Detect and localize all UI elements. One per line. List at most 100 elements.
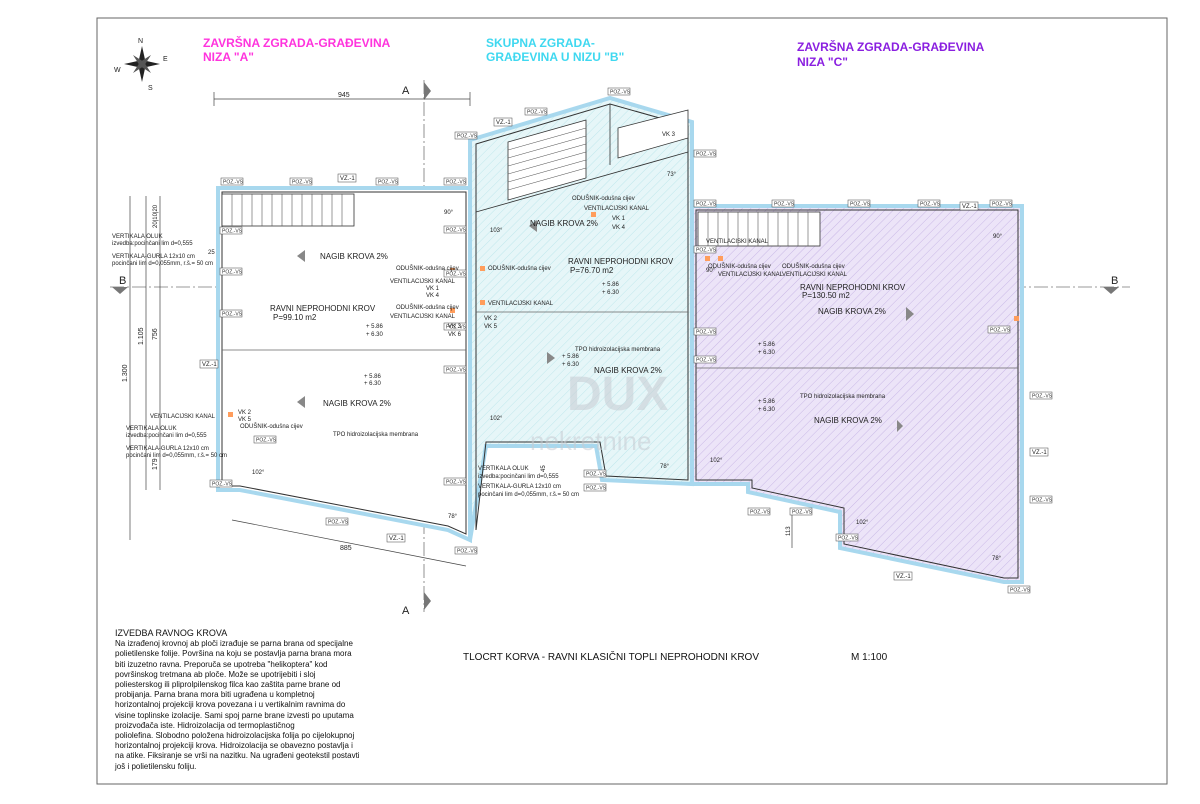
- drawing-title: TLOCRT KORVA - RAVNI KLASIČNI TOPLI NEPR…: [463, 650, 759, 663]
- poz-tag: POZ.-VS: [223, 180, 244, 186]
- notes-line: biti izuzetno ravna. Preporuča se upotre…: [115, 659, 328, 669]
- notes-line: horizontalnoj projekciji krova povezana …: [115, 700, 346, 710]
- poz-tag: POZ.-VS: [527, 110, 548, 116]
- angle-b4: 78°: [660, 464, 670, 470]
- a-vent-3: VENTILACIJSKI KANAL: [150, 414, 216, 420]
- poz-tag: POZ.-VS: [696, 202, 717, 208]
- a-oluk-left-bottom-2: izvedba:pocinčani lim d=0,555: [126, 433, 207, 439]
- a-gurla-left-top-2: pocinčani lim d=0,055mm, r.š.= 50 cm: [112, 261, 213, 267]
- a-ravni: RAVNI NEPROHODNI KROV: [270, 304, 376, 313]
- a-gurla-left-bottom-1: VERTIKALA-GURLA 12x10 cm: [126, 446, 209, 452]
- notes-heading: IZVEDBA RAVNOG KROVA: [115, 628, 228, 638]
- angle-b1: 73°: [667, 172, 677, 178]
- poz-tag: POZ.-VS: [328, 520, 349, 526]
- angle-b5: 102°: [710, 458, 723, 464]
- poz-tag: POZ.-VS: [446, 368, 467, 374]
- poz-tag: POZ.-VS: [222, 312, 243, 318]
- compass-n: N: [138, 38, 143, 45]
- dim-left-top: 20|10|20: [153, 204, 159, 228]
- c-vent-1: VENTILACISKI KANAL: [706, 239, 769, 245]
- b-vk5: VK 5: [484, 324, 498, 330]
- poz-tag: POZ.-VS: [774, 202, 795, 208]
- building-b: [468, 95, 694, 541]
- a-vent-2: VENTILACIJSKI KANAL: [390, 314, 456, 320]
- c-tpo: TPO hidroizolacijska membrana: [800, 394, 886, 400]
- heading-a-line2: NIZA "A": [203, 50, 254, 64]
- poz-tag: POZ.-VS: [378, 180, 399, 186]
- compass-e: E: [163, 56, 168, 63]
- notes-line: poliesterskog ili pliprolpilenskog filca…: [115, 680, 341, 690]
- compass-s: S: [148, 85, 153, 92]
- a-vk3: VK 3: [448, 324, 462, 330]
- building-a-outline: [216, 186, 472, 544]
- b-vk2: VK 2: [484, 316, 498, 322]
- notes-block: IZVEDBA RAVNOG KROVA Na izrađenoj krovno…: [115, 628, 370, 772]
- notes-line: proizvođača iste. Hidroizolacija od term…: [115, 720, 295, 730]
- c-nagib-bottom: NAGIB KROVA 2%: [814, 416, 882, 425]
- dim-c-113: 113: [786, 526, 792, 536]
- building-b-outline: [468, 95, 694, 541]
- poz-tag: POZ.-VS: [212, 482, 233, 488]
- a-lev2-top: + 6.30: [366, 332, 384, 338]
- poz-tag: POZ.-VS: [610, 90, 631, 96]
- b-vent-1: VENTILACIJSKI KANAL: [584, 206, 650, 212]
- angle-c1: 90°: [993, 234, 1003, 240]
- angle-a1: 90°: [444, 210, 454, 216]
- poz-tag: POZ.-VS: [446, 272, 467, 278]
- b-gurla-1: VERTIKALA-GURLA 12x10 cm: [478, 484, 561, 490]
- notes-line: probijanja. Parna brana mora biti ugrađe…: [115, 690, 315, 700]
- a-oluk-left-bottom-1: VERTIKALA OLUK: [126, 426, 177, 432]
- a-gurla-left-top-1: VERTIKALA-GURLA 12x10 cm: [112, 254, 195, 260]
- poz-tag: POZ.-VS: [920, 202, 941, 208]
- poz-tag: POZ.-VS: [792, 510, 813, 516]
- compass-w: W: [114, 67, 121, 74]
- a-vk2: VK 2: [238, 410, 252, 416]
- heading-c-line1: ZAVRŠNA ZGRADA-GRAĐEVINA: [797, 39, 985, 54]
- a-vent-1: VENTILACIJSKI KANAL: [390, 279, 456, 285]
- a-oluk-left-top-1: VERTIKALA OLUK: [112, 234, 163, 240]
- dim-left-inner: 756: [152, 328, 159, 340]
- building-c-outline: [690, 204, 1024, 584]
- b-area: P=76.70 m2: [570, 266, 614, 275]
- dim-top: 945: [338, 92, 350, 99]
- notes-line: Na izrađenoj krovnoj ab ploči izrađuje s…: [115, 639, 353, 649]
- a-tpo: TPO hidroizolacijska membrana: [333, 432, 419, 438]
- b-nagib-top: NAGIB KROVA 2%: [530, 219, 598, 228]
- notes-line: poliolefina. Slobodno položena hidroizol…: [115, 731, 355, 741]
- watermark-dux: DUX: [567, 368, 668, 421]
- section-b-left: B: [119, 275, 126, 287]
- poz-tag: POZ.-VS: [1010, 588, 1031, 594]
- poz-tag: POZ.-VS: [457, 134, 478, 140]
- b-oluk-1: VERTIKALA OLUK: [478, 466, 529, 472]
- c-vent-3: VENTILACIJSKI KANAL: [782, 272, 848, 278]
- vz-tags: VZ.-1 VZ.-1 VZ.-1 VZ.-1 VZ.-1 VZ.-1 VZ.-…: [199, 117, 1049, 581]
- notes-line: još i polietilensku foliju.: [115, 761, 197, 771]
- building-c: [690, 204, 1024, 584]
- heading-c-line2: NIZA "C": [797, 55, 848, 69]
- b-vk1: VK 1: [612, 216, 626, 222]
- poz-tag: POZ.-VS: [457, 549, 478, 555]
- a-oluk-left-top-2: izvedba:pocinčani lim d=0,555: [112, 241, 193, 247]
- vz-tag: VZ.-1: [1032, 450, 1047, 456]
- vz-tag: VZ.-1: [202, 362, 217, 368]
- poz-tag: POZ.-VS: [990, 328, 1011, 334]
- poz-tag: POZ.-VS: [1032, 498, 1053, 504]
- section-a-top: A: [402, 85, 410, 97]
- dim-left-25: 25: [208, 250, 215, 256]
- building-a: [216, 186, 472, 544]
- c-odusnik-2: ODUŠNIK-odušna cijev: [782, 263, 845, 270]
- a-gurla-left-bottom-2: pocinčani lim d=0,055mm, r.š.= 50 cm: [126, 453, 227, 459]
- notes-line: površinskog tretmana ab ploče. Može se u…: [115, 669, 316, 679]
- heading-b-line2: GRAĐEVINA U NIZU "B": [486, 50, 624, 64]
- vz-tag: VZ.-1: [496, 120, 511, 126]
- poz-tag: POZ.-VS: [838, 536, 859, 542]
- poz-tag: POZ.-VS: [446, 228, 467, 234]
- drawing-scale: M 1:100: [851, 652, 888, 663]
- poz-tag: POZ.-VS: [992, 202, 1013, 208]
- a-odusnik-3: ODUŠNIK-odušna cijev: [240, 423, 303, 430]
- poz-tag: POZ.-VS: [696, 152, 717, 158]
- c-lev2-top: + 6.30: [758, 350, 776, 356]
- a-lev1-bottom: + 5.86: [364, 374, 382, 380]
- vz-tag: VZ.-1: [340, 176, 355, 182]
- watermark-sub: nekretnine: [530, 426, 651, 456]
